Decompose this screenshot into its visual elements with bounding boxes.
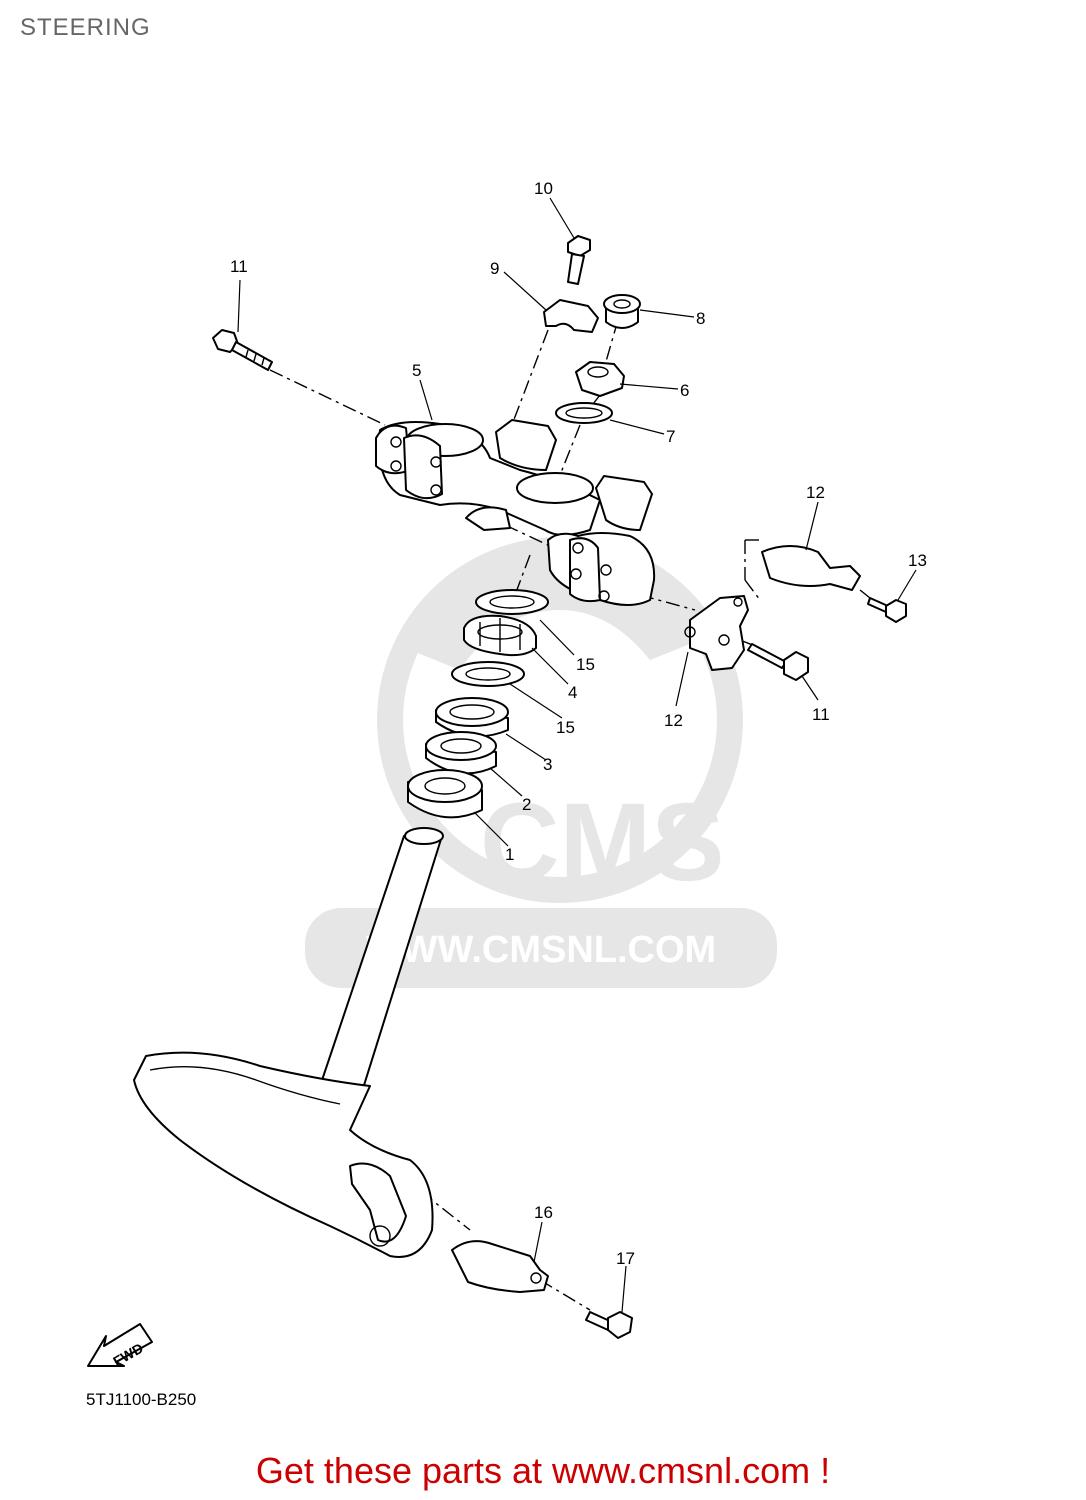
washer-upper bbox=[475, 589, 549, 615]
callout-16: 16 bbox=[534, 1203, 553, 1222]
callout-5: 5 bbox=[412, 361, 421, 380]
washer-top bbox=[555, 402, 613, 424]
bolt-long bbox=[212, 329, 273, 371]
callout-8: 8 bbox=[696, 309, 705, 328]
callout-labels: 10 9 8 6 7 5 11 12 13 11 12 15 4 15 3 2 … bbox=[230, 179, 927, 1268]
bracket-plate bbox=[684, 595, 749, 671]
page-title: STEERING bbox=[20, 14, 151, 41]
leader-lines bbox=[237, 197, 917, 1313]
upper-bracket bbox=[375, 419, 656, 606]
callout-10: 10 bbox=[534, 179, 553, 198]
cable-guide bbox=[451, 1240, 549, 1293]
bolt-bracket bbox=[747, 643, 809, 681]
lower-bracket-steering-stem bbox=[133, 827, 444, 1258]
washer-lower bbox=[451, 661, 525, 687]
footer-link[interactable]: Get these parts at www.cmsnl.com ! bbox=[255, 1450, 831, 1491]
callout-6: 6 bbox=[680, 381, 689, 400]
diagram-code: 5TJ1100-B250 bbox=[86, 1390, 197, 1409]
bearing bbox=[425, 731, 497, 775]
cable-holder bbox=[761, 545, 861, 591]
callout-1: 1 bbox=[505, 845, 514, 864]
steering-nut bbox=[575, 361, 625, 397]
handlebar-holder-cap bbox=[543, 299, 599, 333]
callout-15-upper: 15 bbox=[576, 655, 595, 674]
callout-4: 4 bbox=[568, 683, 577, 702]
callout-12: 12 bbox=[664, 711, 683, 730]
callout-9: 9 bbox=[490, 259, 499, 278]
bearing-cover bbox=[435, 697, 509, 738]
callout-3: 3 bbox=[543, 755, 552, 774]
callout-14: 13 bbox=[908, 551, 927, 570]
callout-13: 12 bbox=[806, 483, 825, 502]
watermark-brand: CMS bbox=[480, 781, 724, 904]
damper-rubber bbox=[603, 294, 641, 329]
callout-15-lower: 15 bbox=[556, 718, 575, 737]
callout-17: 17 bbox=[616, 1249, 635, 1268]
ring-nut bbox=[463, 614, 537, 657]
bolt-bottom bbox=[585, 1311, 633, 1339]
fwd-arrow-icon: FWD bbox=[87, 1323, 153, 1369]
callout-7: 7 bbox=[666, 427, 675, 446]
callout-11-top: 11 bbox=[230, 257, 248, 276]
seal bbox=[407, 769, 483, 819]
bolt-cable-holder bbox=[867, 597, 907, 623]
bolt-top bbox=[567, 235, 591, 285]
watermark-url: WWW.CMSNL.COM bbox=[366, 929, 716, 971]
callout-2: 2 bbox=[522, 795, 531, 814]
callout-11-right: 11 bbox=[812, 705, 830, 724]
